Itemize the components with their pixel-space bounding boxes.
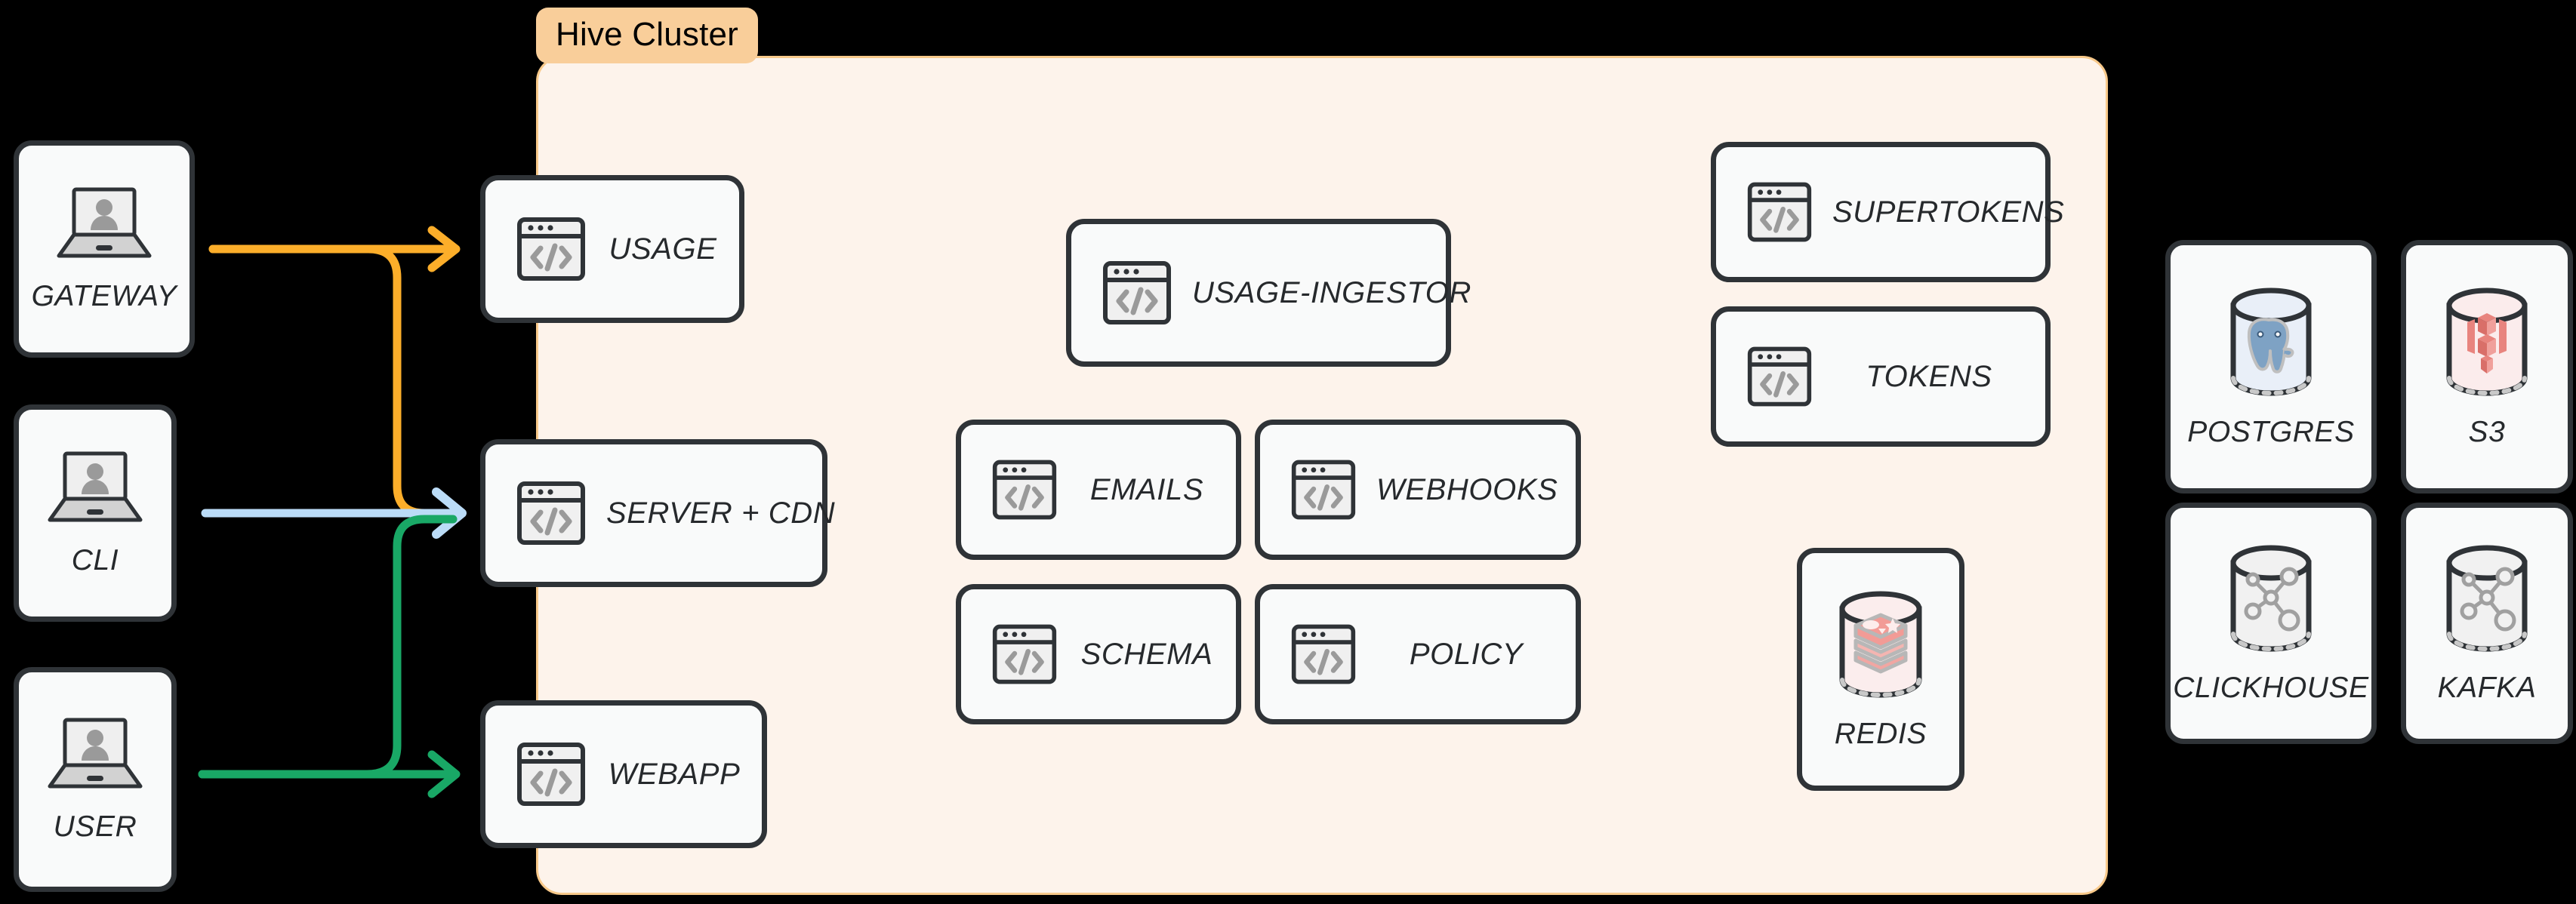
redis-cylinder-icon [1829,588,1933,701]
service-label: SUPERTOKENS [1832,195,2065,229]
datastore-label: KAFKA [2437,672,2537,704]
service-card-policy[interactable]: POLICY [1255,584,1581,724]
code-window-icon [516,739,587,810]
service-card-webhooks[interactable]: WEBHOOKS [1255,420,1581,560]
client-label: GATEWAY [31,280,177,312]
datastore-card-s3[interactable]: S3 [2401,240,2573,494]
code-window-icon [991,457,1058,523]
wire-gateway-server-cdn [208,244,454,518]
client-card-gateway[interactable]: GATEWAY [14,140,195,358]
wire-user-server-cdn [198,515,458,779]
service-label: WEBAPP [608,757,741,791]
service-label: TOKENS [1866,359,1992,393]
datastore-card-clickhouse[interactable]: CLICKHOUSE [2165,503,2377,744]
code-window-icon [1102,257,1172,328]
service-card-webapp[interactable]: WEBAPP [480,700,767,848]
datastore-label: POSTGRES [2187,416,2355,448]
service-card-tokens[interactable]: TOKENS [1711,306,2051,447]
client-label: CLI [71,544,119,577]
service-label: EMAILS [1089,472,1204,506]
service-card-emails[interactable]: EMAILS [956,420,1241,560]
service-card-usage-ingestor[interactable]: USAGE-INGESTOR [1066,219,1471,367]
client-label: USER [53,810,137,843]
code-window-icon [1290,621,1357,687]
s3-cylinder-icon [2434,284,2540,399]
datastore-card-kafka[interactable]: KAFKA [2401,503,2573,744]
service-card-usage[interactable]: USAGE [480,175,744,323]
service-card-server-cdn[interactable]: SERVER + CDN [480,439,835,587]
service-label: POLICY [1409,637,1524,671]
service-card-schema[interactable]: SCHEMA [956,584,1241,724]
code-window-icon [516,478,587,549]
client-card-cli[interactable]: CLI [14,404,177,622]
code-window-icon [1746,343,1813,410]
arrowhead-webapp [427,750,461,798]
laptop-user-icon [45,715,145,794]
datastore-label: REDIS [1834,718,1927,750]
hive-cluster-badge-label: Hive Cluster [556,16,739,53]
network-cylinder-icon [2434,542,2540,655]
code-window-icon [1290,457,1357,523]
service-label: WEBHOOKS [1376,472,1558,506]
datastore-label: CLICKHOUSE [2173,672,2369,704]
datastore-card-postgres[interactable]: POSTGRES [2165,240,2377,494]
service-card-supertokens[interactable]: SUPERTOKENS [1711,142,2064,282]
service-label: USAGE-INGESTOR [1192,275,1471,309]
network-cylinder-icon [2218,542,2324,655]
client-card-user[interactable]: USER [14,667,177,892]
datastore-card-redis[interactable]: REDIS [1797,548,1964,791]
laptop-user-icon [45,449,145,527]
postgres-cylinder-icon [2218,284,2324,399]
datastore-label: S3 [2468,416,2506,448]
code-window-icon [516,214,587,284]
service-label: USAGE [609,232,717,266]
service-label: SCHEMA [1080,637,1213,671]
code-window-icon [991,621,1058,687]
code-window-icon [1746,179,1813,245]
arrowhead-server-cdn [432,487,467,539]
hive-cluster-badge: Hive Cluster [536,8,759,63]
arrowhead-usage [427,226,461,272]
service-label: SERVER + CDN [606,496,836,530]
laptop-user-icon [54,185,154,263]
